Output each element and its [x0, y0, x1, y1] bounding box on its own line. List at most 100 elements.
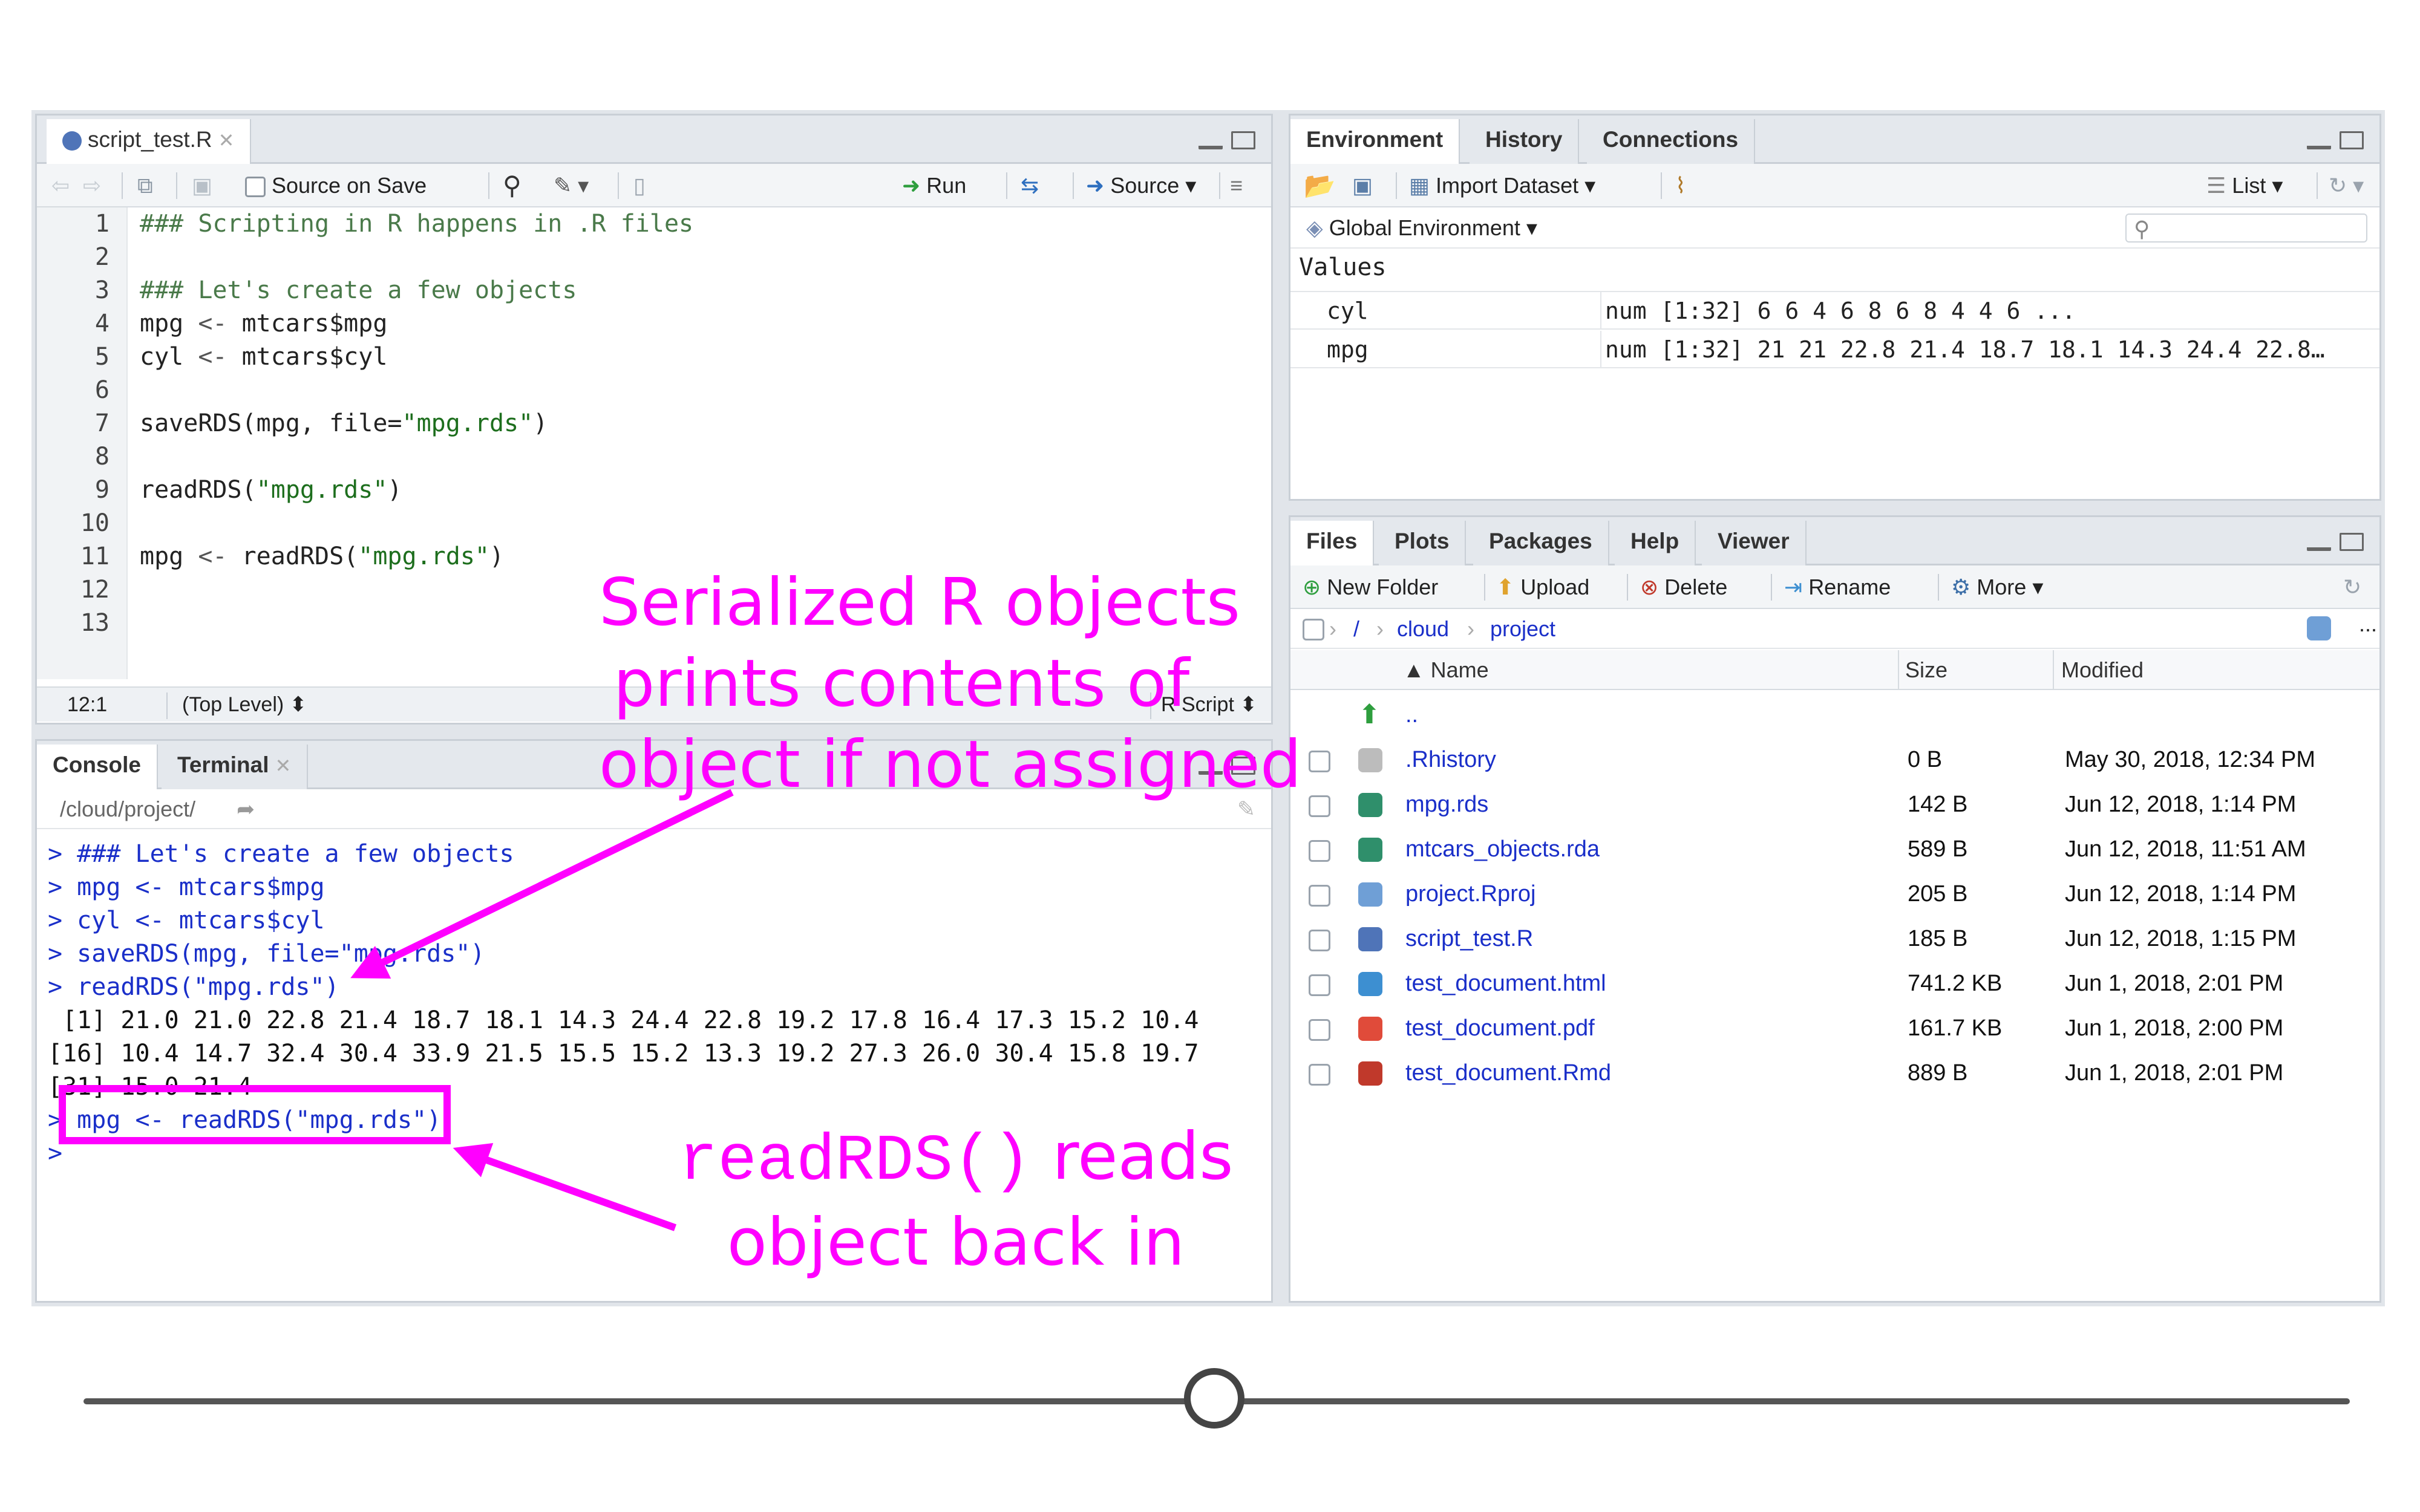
- file-name-link[interactable]: test_document.pdf: [1405, 1015, 1595, 1041]
- magic-wand-icon[interactable]: ✎ ▾: [554, 173, 589, 198]
- minimize-icon[interactable]: [2307, 540, 2331, 551]
- file-name-link[interactable]: mpg.rds: [1405, 792, 1489, 817]
- code-line[interactable]: mpg <- readRDS("mpg.rds"): [140, 543, 505, 570]
- code-line[interactable]: mpg <- mtcars$mpg: [140, 310, 388, 337]
- select-all-checkbox[interactable]: [1303, 619, 1324, 640]
- maximize-icon[interactable]: [2340, 131, 2364, 149]
- tab-packages[interactable]: Packages: [1473, 521, 1609, 565]
- new-folder-button[interactable]: ⊕ New Folder: [1303, 565, 1438, 609]
- tab-terminal[interactable]: Terminal✕: [162, 745, 309, 789]
- refresh-icon[interactable]: ↻: [2343, 575, 2362, 599]
- go-to-directory-icon[interactable]: ➦: [237, 797, 255, 821]
- delete-button[interactable]: ⊗ Delete: [1640, 565, 1727, 609]
- compile-report-icon[interactable]: ▯: [633, 173, 646, 198]
- tab-viewer[interactable]: Viewer: [1702, 521, 1807, 565]
- back-arrow-icon[interactable]: ⇦: [51, 173, 70, 198]
- file-name-link[interactable]: .Rhistory: [1405, 747, 1496, 772]
- show-in-window-icon[interactable]: ⧉: [137, 173, 153, 198]
- file-name-link[interactable]: script_test.R: [1405, 926, 1534, 951]
- import-dataset-button[interactable]: ▦ Import Dataset ▾: [1409, 164, 1595, 207]
- tab-help[interactable]: Help: [1615, 521, 1696, 565]
- file-checkbox[interactable]: [1309, 1019, 1330, 1041]
- code-line[interactable]: readRDS("mpg.rds"): [140, 476, 402, 504]
- tab-environment[interactable]: Environment: [1290, 119, 1460, 164]
- tab-script-test[interactable]: script_test.R✕: [47, 119, 252, 164]
- breadcrumb-project[interactable]: project: [1490, 616, 1556, 641]
- file-name-link[interactable]: test_document.html: [1405, 971, 1606, 996]
- tab-connections[interactable]: Connections: [1587, 119, 1756, 164]
- code-line[interactable]: ### Let's create a few objects: [140, 276, 577, 304]
- console-output-line: [31] 15.0 21.4: [48, 1073, 252, 1101]
- code-line[interactable]: cyl <- mtcars$cyl: [140, 343, 388, 371]
- minimize-icon[interactable]: [2307, 138, 2331, 149]
- file-checkbox[interactable]: [1309, 1064, 1330, 1086]
- breadcrumb-root[interactable]: /: [1353, 616, 1360, 641]
- parent-directory-row[interactable]: ⬆ ..: [1290, 692, 2379, 737]
- toolbar-divider: [488, 172, 489, 199]
- rproj-icon[interactable]: [2307, 616, 2331, 640]
- clear-console-icon[interactable]: ✎: [1237, 797, 1255, 821]
- file-checkbox[interactable]: [1309, 751, 1330, 772]
- more-button[interactable]: ⚙ More ▾: [1951, 565, 2043, 609]
- column-header-size[interactable]: Size: [1905, 657, 1948, 682]
- file-checkbox[interactable]: [1309, 840, 1330, 862]
- refresh-icon[interactable]: ↻ ▾: [2329, 173, 2364, 198]
- rename-button[interactable]: ⇥ Rename: [1784, 565, 1891, 609]
- save-icon[interactable]: ▣: [1352, 173, 1373, 198]
- code-line[interactable]: ### Scripting in R happens in .R files: [140, 210, 694, 238]
- tab-files[interactable]: Files: [1290, 521, 1375, 565]
- save-icon[interactable]: ▣: [192, 173, 213, 198]
- maximize-icon[interactable]: [2340, 533, 2364, 551]
- close-icon[interactable]: ✕: [275, 755, 292, 777]
- file-type-selector[interactable]: R Script ⬍: [1161, 693, 1257, 716]
- breadcrumb-cloud[interactable]: cloud: [1397, 616, 1450, 641]
- upload-button[interactable]: ⬆ Upload: [1496, 565, 1589, 609]
- code-line[interactable]: saveRDS(mpg, file="mpg.rds"): [140, 409, 548, 437]
- console-input-line: > mpg <- readRDS("mpg.rds"): [48, 1106, 442, 1134]
- file-checkbox[interactable]: [1309, 930, 1330, 951]
- minimize-icon[interactable]: [1199, 764, 1223, 775]
- file-checkbox[interactable]: [1309, 795, 1330, 817]
- broom-icon[interactable]: ⌇: [1675, 173, 1686, 198]
- outline-icon[interactable]: ≡: [1230, 173, 1243, 198]
- file-checkbox[interactable]: [1309, 974, 1330, 996]
- search-icon[interactable]: ⚲: [503, 171, 522, 200]
- tab-plots[interactable]: Plots: [1379, 521, 1467, 565]
- scope-selector[interactable]: ◈ Global Environment ▾: [1306, 207, 1537, 249]
- environment-search-input[interactable]: ⚲: [2125, 213, 2367, 243]
- forward-arrow-icon[interactable]: ⇨: [83, 173, 102, 198]
- column-header-name[interactable]: ▲ Name: [1403, 657, 1489, 682]
- minimize-icon[interactable]: [1199, 138, 1223, 149]
- close-icon[interactable]: ✕: [218, 129, 235, 151]
- open-folder-icon[interactable]: 📂: [1304, 171, 1336, 200]
- source-button[interactable]: ➜ Source ▾: [1086, 173, 1197, 198]
- scope-selector[interactable]: (Top Level) ⬍: [182, 693, 307, 716]
- maximize-icon[interactable]: [1231, 131, 1255, 149]
- file-name-link[interactable]: mtcars_objects.rda: [1405, 836, 1600, 862]
- checkbox-icon[interactable]: [245, 177, 266, 198]
- tab-console[interactable]: Console: [37, 745, 158, 789]
- rerun-icon[interactable]: ⇆: [1021, 173, 1039, 198]
- progress-slider-handle[interactable]: [1184, 1368, 1244, 1429]
- column-header-modified[interactable]: Modified: [2061, 657, 2144, 682]
- more-options-button[interactable]: ...: [2359, 611, 2378, 636]
- file-name-link[interactable]: project.Rproj: [1405, 881, 1536, 907]
- file-checkbox[interactable]: [1309, 885, 1330, 907]
- source-on-save-toggle[interactable]: Source on Save: [245, 164, 427, 207]
- maximize-icon[interactable]: [1231, 757, 1255, 775]
- list-view-selector[interactable]: ☰ List ▾: [2206, 164, 2283, 207]
- file-name-link[interactable]: test_document.Rmd: [1405, 1060, 1612, 1086]
- tab-history[interactable]: History: [1470, 119, 1580, 164]
- run-button[interactable]: ➜ Run: [902, 164, 966, 207]
